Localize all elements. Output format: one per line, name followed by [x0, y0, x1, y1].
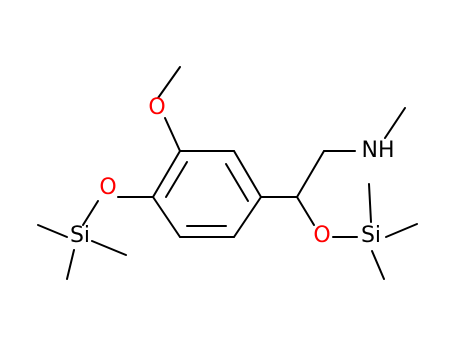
- bond-o-methyl: [157, 66, 181, 99]
- ring-double-bond-c2-c3: [225, 163, 249, 202]
- ring-bond-c2-c3: [233, 150, 262, 198]
- bond-si-methyl-left: [37, 224, 68, 238]
- oxygen-methoxy-label: O: [148, 95, 165, 120]
- bond-o-si-ring: [82, 200, 99, 226]
- bond-si-methyl-down: [66, 249, 75, 280]
- substituent-bonds: [37, 66, 418, 280]
- bond-si-side-methyl-right: [385, 223, 418, 238]
- ring-bond-c6-c1: [152, 150, 181, 198]
- silicon-ring-label: Si: [70, 223, 90, 248]
- ring-bond-c5-c6: [152, 196, 181, 238]
- atom-labels: O O Si NH O Si: [70, 95, 395, 248]
- aromatic-ring: [152, 150, 262, 238]
- bond-calpha-cbeta: [296, 150, 325, 198]
- ring-bond-c3-c4: [233, 196, 262, 238]
- ring-double-bond-c6-c1: [165, 161, 188, 198]
- amine-label: NH: [362, 138, 395, 163]
- bond-c1-o-methoxy: [164, 117, 181, 152]
- bond-n-methyl: [384, 107, 406, 139]
- bond-si-side-methyl-down: [371, 250, 385, 280]
- oxygen-ring-tms-label: O: [99, 175, 116, 200]
- bond-si-methyl-right: [91, 240, 127, 256]
- silicon-side-label: Si: [361, 223, 381, 248]
- oxygen-side-tms-label: O: [313, 223, 330, 248]
- bond-calpha-o-tms: [296, 196, 315, 226]
- bond-si-side-methyl-up: [368, 183, 372, 223]
